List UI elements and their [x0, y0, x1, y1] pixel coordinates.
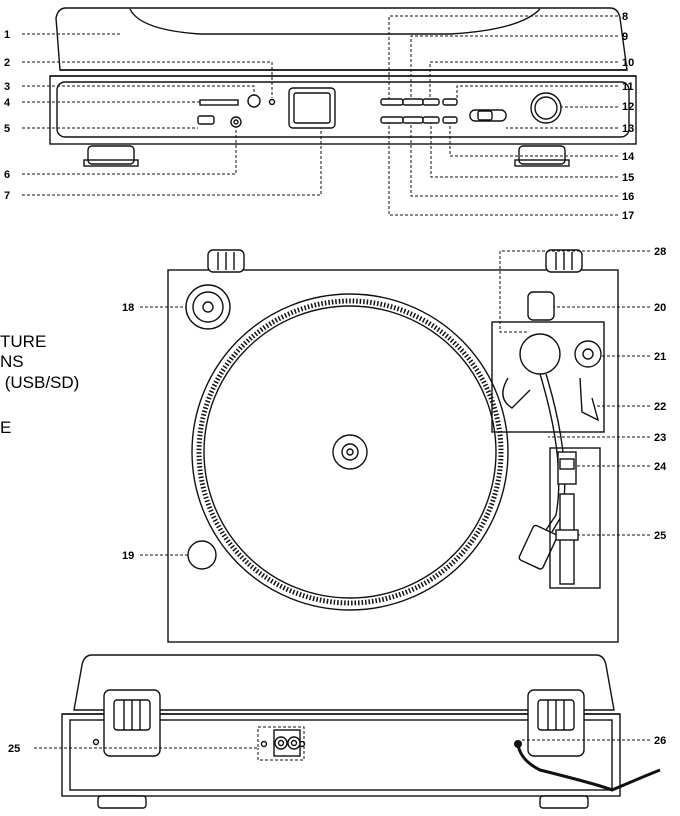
callout-14: 14 — [622, 151, 635, 163]
callout-2: 2 — [4, 57, 10, 69]
callout-1: 1 — [4, 29, 10, 41]
callout-10: 10 — [622, 57, 634, 69]
sd-card-slot — [199, 99, 239, 106]
rear-view: 25 26 — [8, 654, 666, 809]
leader-16 — [410, 123, 618, 197]
callout-12: 12 — [622, 101, 634, 113]
indicator-led — [268, 98, 276, 106]
leader-3 — [22, 85, 255, 95]
front-right-foot-base — [514, 159, 570, 167]
callout-22: 22 — [654, 401, 666, 413]
front-left-foot-base — [83, 159, 139, 167]
callout-25-top: 25 — [654, 530, 666, 542]
leader-17 — [388, 123, 618, 216]
callout-13: 13 — [622, 123, 634, 135]
callout-5: 5 — [4, 123, 10, 135]
callout-3: 3 — [4, 81, 10, 93]
callout-9: 9 — [622, 31, 628, 43]
headphone-jack-inner — [233, 119, 239, 125]
volume-knob-inner — [534, 96, 558, 120]
dust-cover-curve — [129, 8, 541, 35]
counterweight — [527, 291, 555, 321]
leader-9 — [410, 35, 618, 99]
callout-6: 6 — [4, 169, 10, 181]
leader-25-rear — [34, 726, 305, 761]
leader-28 — [499, 250, 650, 333]
button-row1-c — [422, 98, 440, 106]
leader-15 — [430, 123, 618, 178]
callout-25-rear: 25 — [8, 743, 20, 755]
lcd-display — [288, 87, 336, 129]
button-row2-b — [402, 116, 424, 124]
headphone-jack — [230, 116, 242, 128]
callout-8: 8 — [622, 11, 628, 23]
start-stop-button — [187, 540, 217, 570]
callout-20: 20 — [654, 302, 666, 314]
top-view: 18 19 28 20 21 22 23 24 25 — [122, 246, 667, 643]
lcd-display-inner — [293, 92, 331, 124]
arm-rest — [579, 377, 600, 422]
button-row1-a — [380, 98, 404, 106]
leader-6 — [22, 127, 237, 175]
front-body-inner — [56, 81, 630, 138]
speed-switch-knob — [477, 110, 493, 121]
callout-17: 17 — [622, 210, 634, 222]
callout-18: 18 — [122, 302, 134, 314]
front-left-foot — [87, 145, 135, 165]
leader-8 — [388, 15, 618, 99]
callout-4: 4 — [4, 97, 11, 109]
button-row2-c — [422, 116, 440, 124]
power-cord — [516, 743, 661, 792]
rear-right-foot — [539, 795, 589, 809]
callout-16: 16 — [622, 191, 634, 203]
rear-dust-cover — [73, 654, 615, 711]
anti-skate-knob — [574, 340, 602, 368]
callout-24: 24 — [654, 461, 667, 473]
front-right-foot — [518, 145, 566, 165]
leader-11 — [456, 85, 618, 101]
callout-19: 19 — [122, 550, 134, 562]
callout-28: 28 — [654, 246, 666, 258]
button-row2-d — [442, 116, 458, 124]
dust-cover — [55, 7, 628, 71]
button-row1-b — [402, 98, 424, 106]
platter-rim-dots — [196, 298, 504, 606]
spindle-label — [332, 434, 368, 470]
front-view: 1 2 3 4 5 6 7 8 9 10 11 12 13 14 15 16 1… — [4, 7, 637, 222]
callout-7: 7 — [4, 190, 10, 202]
button-row2-a — [380, 116, 404, 124]
button-row1-d — [442, 98, 458, 106]
callout-26: 26 — [654, 735, 666, 747]
cue-lever — [502, 377, 531, 409]
callout-15: 15 — [622, 172, 634, 184]
callout-21: 21 — [654, 351, 666, 363]
usb-port — [197, 115, 215, 125]
front-button-3 — [247, 94, 261, 108]
rear-left-foot — [97, 795, 147, 809]
side-text-line-2: NS — [0, 352, 24, 371]
leader-14 — [449, 123, 618, 157]
cropped-side-text: TURE NS (USB/SD) E — [0, 332, 79, 437]
tonearm-pivot — [519, 333, 561, 375]
rca-jack-right — [287, 736, 301, 750]
rca-jack-left — [274, 736, 288, 750]
leader-10 — [429, 61, 618, 99]
leader-2 — [22, 61, 273, 98]
side-text-line-4: E — [0, 418, 11, 437]
tonearm-plate — [491, 321, 605, 433]
callout-23: 23 — [654, 432, 666, 444]
callout-11: 11 — [622, 81, 634, 93]
side-text-line-3: (USB/SD) — [0, 373, 79, 392]
side-text-line-1: TURE — [0, 332, 46, 351]
